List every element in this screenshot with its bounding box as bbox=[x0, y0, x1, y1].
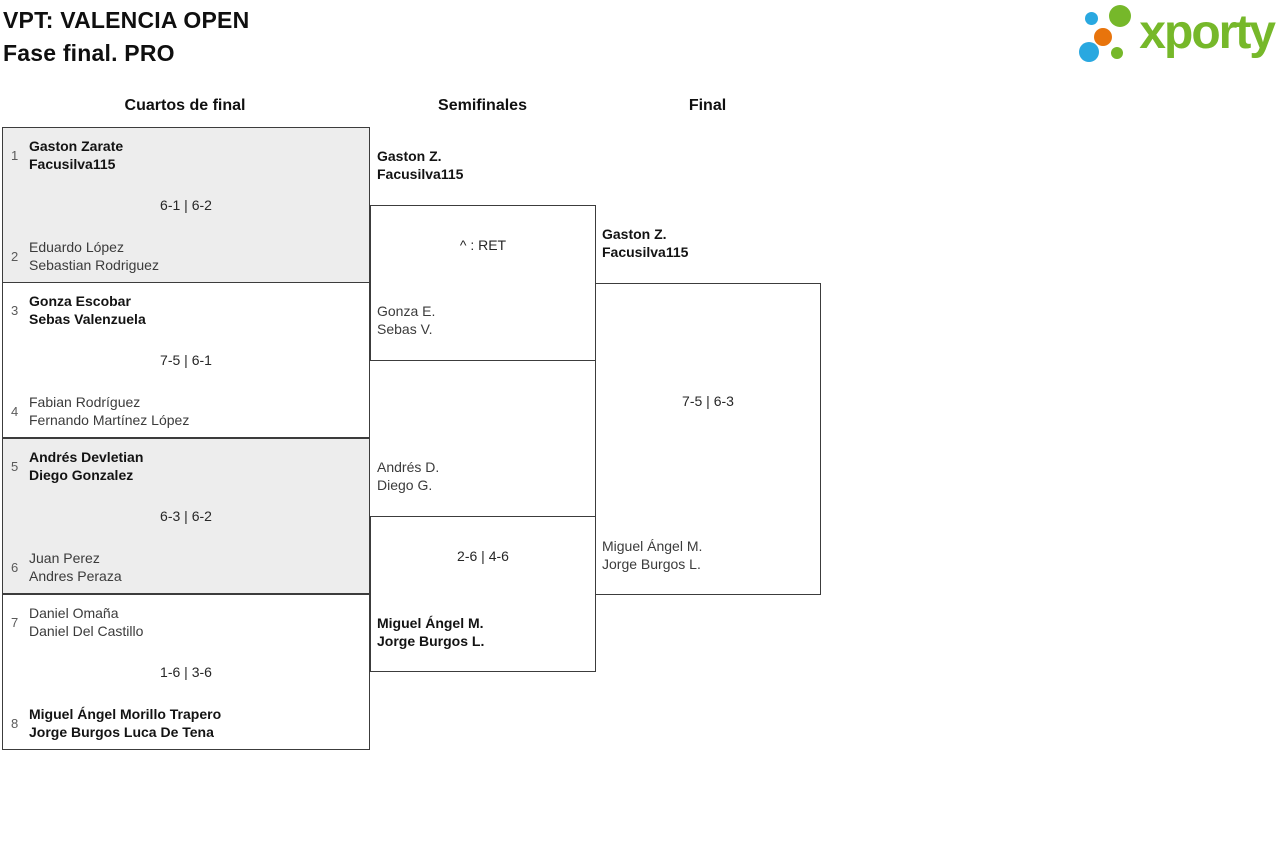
logo-dot-blue-small bbox=[1085, 12, 1099, 25]
player-name: Gonza Escobar bbox=[29, 293, 131, 309]
logo-dot-orange bbox=[1094, 28, 1113, 46]
player-name: Andrés D. bbox=[377, 459, 440, 475]
match-qf-3: 5 Andrés Devletian Diego Gonzalez 6-3 | … bbox=[2, 438, 370, 594]
match-sf-2: 2-6 | 4-6 bbox=[370, 516, 596, 672]
seed-number: 2 bbox=[11, 248, 19, 264]
team-row: 1 Gaston Zarate Facusilva115 bbox=[11, 137, 361, 173]
player-name: Sebastian Rodriguez bbox=[29, 257, 159, 273]
player-name: Jorge Burgos L. bbox=[602, 556, 701, 572]
player-name: Facusilva115 bbox=[377, 166, 464, 182]
logo-dot-green-small bbox=[1111, 47, 1124, 59]
player-name: Daniel Del Castillo bbox=[29, 623, 144, 639]
player-name: Andres Peraza bbox=[29, 568, 122, 584]
player-name: Gaston Z. bbox=[602, 226, 667, 242]
team-row: 3 Gonza Escobar Sebas Valenzuela bbox=[11, 292, 361, 328]
logo-dot-blue-large bbox=[1079, 42, 1100, 62]
match-score: 6-1 | 6-2 bbox=[160, 197, 212, 213]
page-subtitle: Fase final. PRO bbox=[3, 40, 175, 66]
player-name: Miguel Ángel M. bbox=[377, 615, 484, 631]
sf2-team-bottom-label: Miguel Ángel M. Jorge Burgos L. bbox=[377, 614, 484, 650]
team-names: Juan Perez Andres Peraza bbox=[29, 549, 122, 585]
player-name: Jorge Burgos L. bbox=[377, 633, 485, 649]
player-name: Fabian Rodríguez bbox=[29, 394, 141, 410]
match-score: ^ : RET bbox=[459, 237, 507, 253]
player-name: Juan Perez bbox=[29, 550, 100, 566]
sf2-team-top-label: Andrés D. Diego G. bbox=[377, 458, 439, 494]
player-name: Eduardo López bbox=[29, 239, 124, 255]
team-row: 8 Miguel Ángel Morillo Trapero Jorge Bur… bbox=[11, 705, 361, 741]
match-score: 1-6 | 3-6 bbox=[160, 664, 212, 680]
match-qf-2: 3 Gonza Escobar Sebas Valenzuela 7-5 | 6… bbox=[2, 282, 370, 438]
match-sf-1: ^ : RET bbox=[370, 205, 596, 361]
match-qf-4: 7 Daniel Omaña Daniel Del Castillo 1-6 |… bbox=[2, 594, 370, 750]
column-header-semifinals: Semifinales bbox=[438, 97, 527, 114]
player-name: Jorge Burgos Luca De Tena bbox=[29, 724, 214, 740]
player-name: Miguel Ángel M. bbox=[602, 538, 703, 554]
sf1-team-top-label: Gaston Z. Facusilva115 bbox=[377, 147, 463, 183]
seed-number: 1 bbox=[11, 147, 19, 163]
seed-number: 5 bbox=[11, 458, 19, 474]
player-name: Facusilva115 bbox=[29, 156, 116, 172]
player-name: Gaston Zarate bbox=[29, 138, 124, 154]
team-names: Gonza Escobar Sebas Valenzuela bbox=[29, 292, 146, 328]
team-row: 4 Fabian Rodríguez Fernando Martínez Lóp… bbox=[11, 393, 361, 429]
team-row: 2 Eduardo López Sebastian Rodriguez bbox=[11, 238, 361, 274]
player-name: Diego Gonzalez bbox=[29, 467, 134, 483]
player-name: Fernando Martínez López bbox=[29, 412, 190, 428]
match-qf-1: 1 Gaston Zarate Facusilva115 6-1 | 6-2 2… bbox=[2, 127, 370, 283]
column-header-final: Final bbox=[688, 97, 727, 114]
seed-number: 8 bbox=[11, 715, 19, 731]
seed-number: 3 bbox=[11, 302, 19, 318]
match-score: 6-3 | 6-2 bbox=[160, 508, 212, 524]
team-names: Fabian Rodríguez Fernando Martínez López bbox=[29, 393, 189, 429]
match-score: 7-5 | 6-1 bbox=[160, 352, 212, 368]
team-names: Andrés Devletian Diego Gonzalez bbox=[29, 448, 143, 484]
seed-number: 4 bbox=[11, 403, 19, 419]
player-name: Facusilva115 bbox=[602, 244, 689, 260]
player-name: Gonza E. bbox=[377, 303, 436, 319]
team-names: Daniel Omaña Daniel Del Castillo bbox=[29, 604, 143, 640]
player-name: Diego G. bbox=[377, 477, 433, 493]
page-header: VPT: VALENCIA OPEN Fase final. PRO bbox=[3, 4, 249, 70]
player-name: Sebas V. bbox=[377, 321, 433, 337]
team-row: 5 Andrés Devletian Diego Gonzalez bbox=[11, 448, 361, 484]
player-name: Sebas Valenzuela bbox=[29, 311, 146, 327]
seed-number: 7 bbox=[11, 614, 19, 630]
logo-dot-green-large bbox=[1109, 5, 1132, 27]
match-final: 7-5 | 6-3 bbox=[595, 283, 821, 595]
xporty-logo-text: xporty bbox=[1139, 6, 1276, 59]
match-score: 2-6 | 4-6 bbox=[457, 548, 509, 564]
player-name: Miguel Ángel Morillo Trapero bbox=[29, 706, 222, 722]
team-names: Miguel Ángel Morillo Trapero Jorge Burgo… bbox=[29, 705, 221, 741]
seed-number: 6 bbox=[11, 559, 19, 575]
final-team-bottom-label: Miguel Ángel M. Jorge Burgos L. bbox=[602, 537, 702, 573]
team-row: 7 Daniel Omaña Daniel Del Castillo bbox=[11, 604, 361, 640]
team-row: 6 Juan Perez Andres Peraza bbox=[11, 549, 361, 585]
xporty-logo[interactable]: xporty bbox=[1073, 2, 1276, 68]
xporty-dots-icon bbox=[1073, 2, 1137, 68]
player-name: Daniel Omaña bbox=[29, 605, 119, 621]
column-header-quarterfinals: Cuartos de final bbox=[124, 97, 246, 114]
sf1-team-bottom-label: Gonza E. Sebas V. bbox=[377, 302, 435, 338]
page-title: VPT: VALENCIA OPEN bbox=[3, 7, 250, 33]
team-names: Eduardo López Sebastian Rodriguez bbox=[29, 238, 159, 274]
final-team-top-label: Gaston Z. Facusilva115 bbox=[602, 225, 688, 261]
player-name: Andrés Devletian bbox=[29, 449, 144, 465]
player-name: Gaston Z. bbox=[377, 148, 442, 164]
team-names: Gaston Zarate Facusilva115 bbox=[29, 137, 123, 173]
match-score: 7-5 | 6-3 bbox=[682, 393, 734, 409]
